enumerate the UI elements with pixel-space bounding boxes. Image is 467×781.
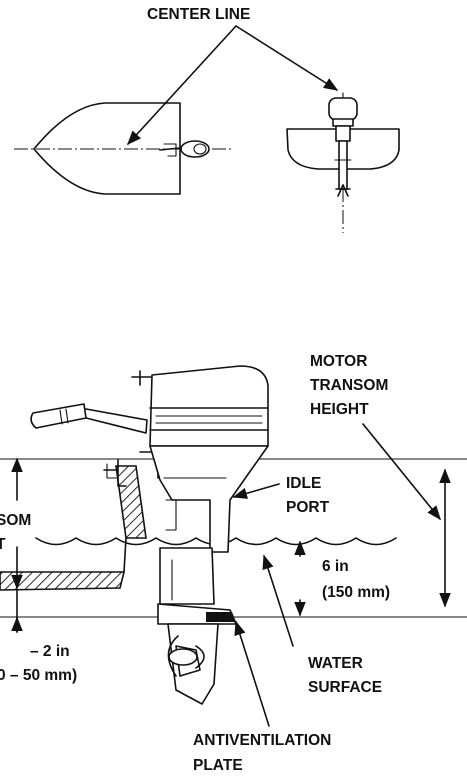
hull-bottom-hatch	[0, 571, 126, 591]
surface-label: SURFACE	[308, 679, 382, 696]
center-line-label: CENTER LINE	[147, 6, 250, 23]
clearance-label-2: 0 – 50 mm)	[0, 667, 77, 684]
antiventilation-label: ANTIVENTILATION	[193, 732, 331, 749]
motor-midsection	[149, 445, 269, 605]
idle-port-leader	[232, 483, 280, 499]
idle-label: IDLE	[286, 475, 321, 492]
center-line-arrows	[127, 25, 339, 146]
rear-view-outboard	[328, 92, 358, 197]
transom-hatch	[115, 465, 147, 539]
engine-cowling	[131, 365, 269, 447]
port-label: PORT	[286, 499, 330, 516]
transom-partial-label-2: T	[0, 536, 6, 553]
depth-label-2: (150 mm)	[322, 584, 390, 601]
transom-label: TRANSOM	[310, 377, 388, 394]
top-view-boat	[14, 102, 232, 195]
clearance-label-1: – 2 in	[30, 643, 70, 660]
top-view-outboard	[159, 140, 210, 158]
motor-label: MOTOR	[310, 353, 367, 370]
motor-transom-height-leader	[362, 423, 441, 521]
rear-view-boat	[286, 92, 400, 233]
depth-label-1: 6 in	[322, 558, 349, 575]
lower-unit	[157, 603, 237, 705]
water-label: WATER	[308, 655, 363, 672]
rear-hull-outline	[286, 128, 400, 170]
tiller-handle	[30, 403, 148, 434]
water-surface-leader	[262, 554, 294, 647]
height-label: HEIGHT	[310, 401, 369, 418]
antiventilation-leader	[234, 620, 270, 727]
side-view	[0, 365, 467, 705]
plate-label: PLATE	[193, 757, 243, 774]
transom-partial-label-1: SOM	[0, 512, 31, 529]
